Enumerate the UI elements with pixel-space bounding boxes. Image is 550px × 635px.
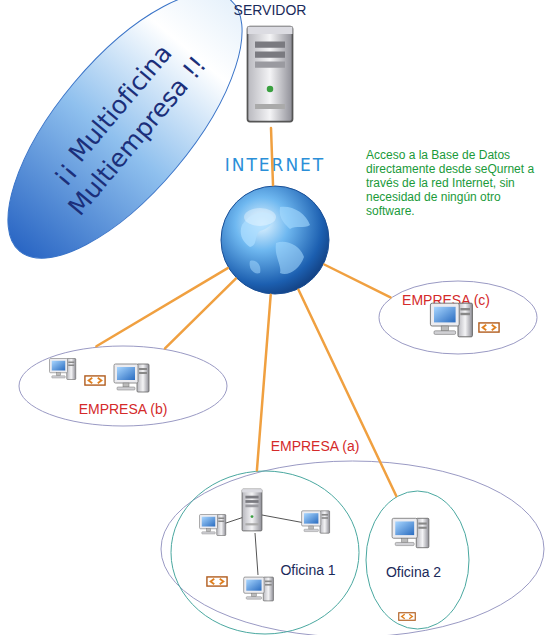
- office-ellipse: Oficina 2: [365, 490, 470, 630]
- exchange-symbol: [207, 577, 227, 586]
- company-ellipse: EMPRESA (c): [378, 280, 538, 355]
- company-label: EMPRESA (a): [255, 438, 375, 454]
- server-label: SERVIDOR: [225, 2, 315, 18]
- lan-wires: [220, 515, 305, 575]
- computer-icon: [50, 359, 76, 380]
- network-link: [271, 128, 273, 185]
- computer-icon: [392, 518, 429, 547]
- network-link: [96, 268, 227, 346]
- exchange-symbol: [479, 323, 499, 332]
- server-node: SERVIDOR: [225, 0, 315, 128]
- ellipse-outline: [378, 280, 538, 355]
- company-ellipse: EMPRESA (b): [18, 345, 228, 427]
- network-link: [299, 290, 397, 496]
- company-label: EMPRESA (c): [396, 292, 496, 308]
- ellipse-outline: [170, 470, 360, 635]
- internet-label: INTERNET: [200, 155, 350, 175]
- note-text: Acceso a la Base de Datos directamente d…: [366, 148, 546, 218]
- computer-icon: [302, 511, 330, 533]
- ellipse-outline: [160, 460, 545, 635]
- computer-icon: [430, 303, 472, 337]
- office-label: Oficina 1: [268, 562, 348, 578]
- internet-globe: INTERNET: [220, 185, 330, 295]
- network-link: [165, 279, 236, 349]
- network-link: [257, 295, 271, 471]
- computer-icon: [244, 577, 274, 601]
- office-label: Oficina 2: [371, 564, 456, 580]
- network-link: [324, 265, 390, 298]
- computer-icon: [200, 515, 226, 536]
- server-tower: [248, 27, 293, 122]
- office-ellipse: Oficina 1: [170, 470, 360, 635]
- server-tower: [242, 489, 262, 531]
- computer-icon: [114, 364, 149, 392]
- exchange-symbol: [85, 376, 105, 385]
- globe-shape: [220, 185, 330, 295]
- company-label: EMPRESA (b): [58, 401, 188, 417]
- exchange-symbol: [399, 613, 416, 621]
- ellipse-outline: [365, 490, 470, 630]
- company-ellipse: EMPRESA (a)Oficina 1Oficina 2: [160, 460, 545, 635]
